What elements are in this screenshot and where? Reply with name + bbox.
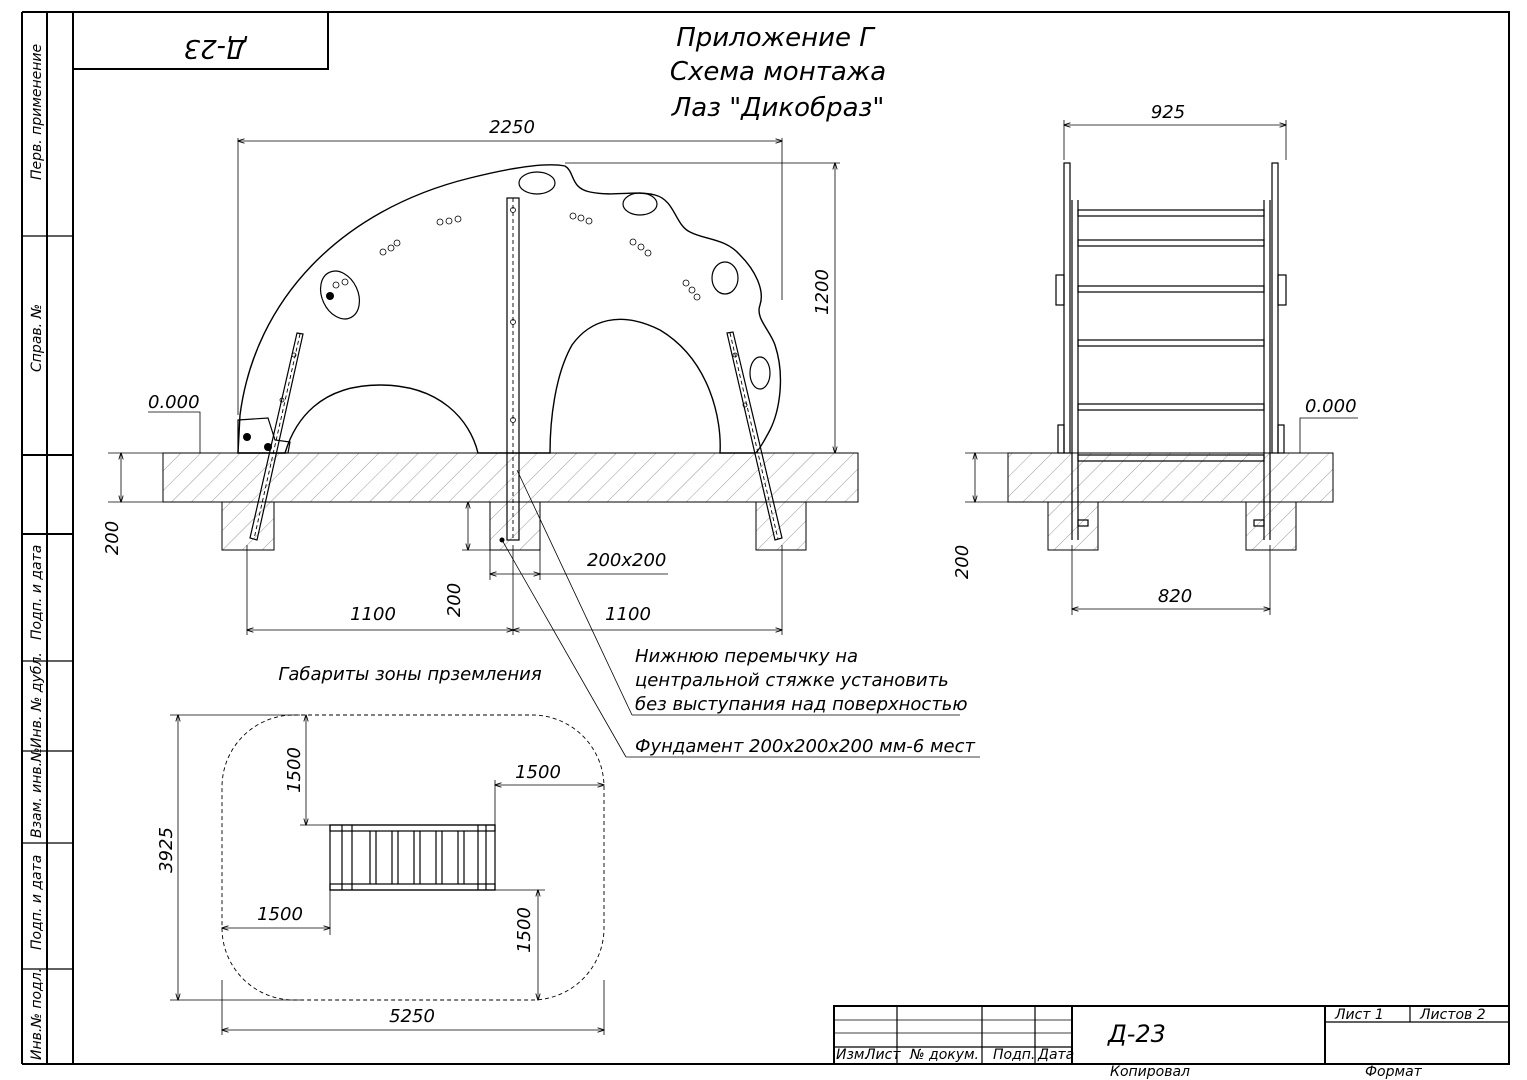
header-line1: Приложение Г (676, 23, 876, 53)
side-label-sprav: Справ. № (29, 304, 45, 372)
dim-bottom-offset: 1500 (514, 907, 535, 953)
dim-depth-front: 200 (102, 521, 123, 555)
dim-925: 925 (1151, 102, 1185, 123)
foundation-right (755, 501, 807, 551)
top-stamp-code: Д-23 (184, 33, 248, 63)
tb-sheet: Лист 1 (1334, 1007, 1384, 1023)
level-side: 0.000 (1305, 396, 1357, 417)
side-label-perv: Перв. применение (29, 44, 45, 180)
bolt-group (326, 212, 701, 301)
front-view: 2250 1200 0.000 200 200 200х200 1100 110… (102, 117, 980, 758)
arch-panel (237, 164, 782, 454)
tb-sheets: Листов 2 (1419, 1007, 1486, 1023)
panel-hole (711, 261, 739, 295)
tb-list: Лист (864, 1047, 901, 1063)
side-panel-left (1063, 162, 1071, 454)
tb-izm: Изм. (836, 1047, 869, 1063)
side-label-vzam-inv: Взам. инв.№ (29, 747, 45, 838)
panel-hole (518, 171, 556, 195)
header-line2: Схема монтажа (670, 57, 886, 87)
left-leg (249, 332, 304, 541)
notes: Нижнюю перемычку на центральной стяжке у… (635, 646, 975, 757)
dim-left-offset: 1500 (257, 904, 303, 925)
dim-right-span: 1100 (605, 604, 651, 625)
right-leg (726, 331, 783, 541)
dim-top-offset: 1500 (284, 747, 305, 793)
dim-zone-width: 5250 (389, 1006, 435, 1027)
note-lower-3: без выступания над поверхностью (635, 694, 968, 715)
landing-zone-outline (221, 714, 605, 1001)
dim-depth-side: 200 (952, 545, 973, 579)
foundation-left (221, 501, 275, 551)
side-panel-right (1271, 162, 1279, 454)
tb-code: Д-23 (1107, 1020, 1166, 1048)
note-lower-2: центральной стяжке установить (635, 670, 949, 691)
panel-hole (319, 270, 361, 320)
note-lower-1: Нижнюю перемычку на (635, 646, 858, 667)
dim-left-span: 1100 (350, 604, 396, 625)
plan-ladder (329, 824, 496, 891)
side-view: 925 0.000 200 820 (952, 102, 1358, 615)
left-bracket (237, 417, 291, 454)
landing-zone: Габариты зоны прземления 3925 (156, 664, 604, 1035)
panel-hole (749, 356, 771, 390)
panel-hole (622, 192, 658, 216)
dim-right-offset: 1500 (515, 762, 561, 783)
dim-found-size: 200х200 (587, 550, 666, 571)
title-block: Изм. Лист № докум. Подп. Дата Д-23 Лист … (833, 1005, 1510, 1080)
side-stamp: Перв. применение Справ. № Подп. и дата И… (21, 11, 73, 1065)
sheet-frame (72, 11, 1510, 1065)
dim-zone-height: 3925 (156, 827, 177, 873)
side-label-inv-podl: Инв.№ подл. (29, 968, 45, 1060)
header-line3: Лаз "Дикобраз" (671, 93, 885, 123)
tb-data: Дата (1037, 1047, 1074, 1063)
dim-2250: 2250 (489, 117, 535, 138)
ladder-rungs (1077, 209, 1265, 462)
side-label-podp-data-1: Подп. и дата (29, 545, 45, 640)
side-label-inv-dubl: Инв. № дубл. (29, 652, 45, 748)
dim-820: 820 (1158, 586, 1192, 607)
landing-zone-title: Габариты зоны прземления (278, 664, 541, 685)
top-stamp: Д-23 (72, 11, 329, 70)
tb-dokum: № докум. (909, 1047, 979, 1063)
side-label-podp-data-2: Подп. и дата (29, 855, 45, 950)
note-foundation: Фундамент 200х200х200 мм-6 мест (635, 736, 975, 757)
header: Приложение Г Схема монтажа Лаз "Дикобраз… (670, 23, 886, 123)
foundation-side-left (1047, 501, 1099, 551)
tb-podp: Подп. (993, 1047, 1035, 1063)
ground-slab-side (1007, 452, 1334, 503)
dim-found-depth: 200 (444, 583, 465, 617)
tb-format: Формат (1365, 1064, 1423, 1080)
tb-kopiroval: Копировал (1110, 1064, 1190, 1080)
dim-1200: 1200 (812, 269, 833, 315)
level-front: 0.000 (148, 392, 200, 413)
foundation-center (489, 501, 541, 551)
